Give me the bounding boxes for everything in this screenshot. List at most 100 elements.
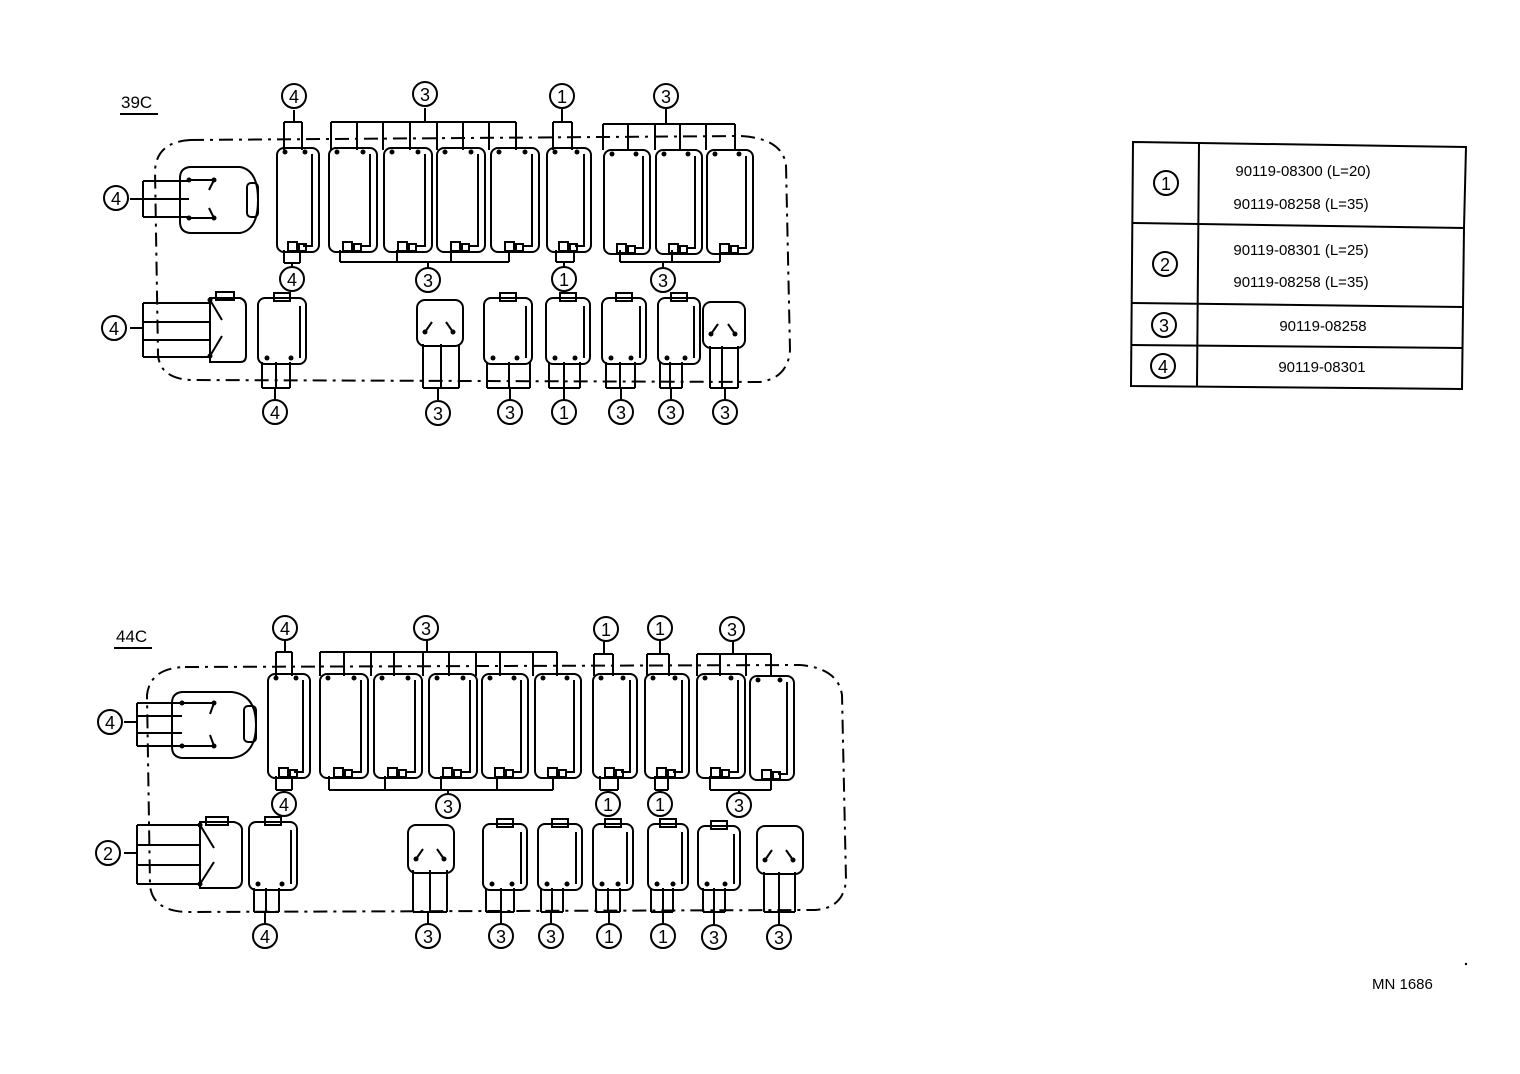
callout-badge: 3	[701, 924, 727, 950]
callout-leader	[339, 250, 510, 268]
callout-number: 3	[443, 797, 453, 817]
callout-leader	[486, 362, 531, 400]
callout-badge: 4	[262, 399, 288, 425]
fuse-cell	[534, 673, 582, 779]
legend-row-4: 4 90119-08301	[1150, 353, 1366, 379]
relay-cell	[756, 825, 804, 875]
callout-number: 3	[709, 928, 719, 948]
callout-badge: 4	[103, 185, 129, 211]
speck	[1464, 962, 1468, 966]
callout-leader	[602, 108, 736, 150]
callout-badge: 3	[719, 616, 745, 642]
legend-row-2: 2 90119-08301 (L=25) 90119-08258 (L=35)	[1152, 242, 1369, 291]
callout-leader	[412, 870, 448, 924]
fuse-cell	[373, 673, 423, 779]
callout-badge: 4	[281, 83, 307, 109]
callout-leader	[619, 250, 721, 268]
callout-number: 4	[111, 189, 121, 209]
callout-badge: 3	[415, 267, 441, 293]
callout-badge: 4	[271, 791, 297, 817]
callout-number: 3	[546, 927, 556, 947]
callout-number: 1	[559, 270, 569, 290]
fuse-cell	[328, 147, 378, 253]
fuse-cell	[601, 292, 647, 365]
callout-badge: 3	[497, 399, 523, 425]
callout-leader	[763, 872, 796, 924]
callout-leader	[599, 776, 619, 794]
callout-leader	[709, 346, 739, 400]
callout-leader	[605, 362, 636, 400]
callout-badge: 1	[647, 615, 673, 641]
callout-leader	[709, 776, 772, 794]
fuse-cell	[657, 292, 701, 365]
callout-leader	[275, 640, 293, 676]
legend-part-number: 90119-08300 (L=20)	[1235, 163, 1370, 180]
callout-leader	[696, 641, 772, 676]
fuse-cell	[248, 816, 298, 891]
callout-badge: 2	[95, 840, 121, 866]
fuse-cell	[276, 147, 320, 253]
callout-number: 3	[496, 927, 506, 947]
callout-leader	[130, 180, 210, 358]
callout-number: 3	[433, 404, 443, 424]
fuse-cell	[644, 673, 690, 779]
callout-badge: 4	[97, 709, 123, 735]
callout-badge: 3	[712, 399, 738, 425]
callout-number: 3	[421, 619, 431, 639]
relay-block	[179, 166, 260, 234]
callout-leader	[283, 110, 303, 150]
callout-badge: 4	[252, 923, 278, 949]
legend-row-3: 3 90119-08258	[1151, 312, 1367, 338]
callout-leader	[646, 641, 670, 676]
callout-number: 4	[109, 319, 119, 339]
callout-badge: 4	[101, 315, 127, 341]
callout-leader	[540, 888, 564, 924]
callout-leader	[319, 640, 558, 676]
callout-badge: 1	[650, 923, 676, 949]
callout-number: 3	[727, 620, 737, 640]
parts-legend-table: 1 90119-08300 (L=20) 90119-08258 (L=35) …	[1129, 140, 1468, 391]
callout-number: 3	[423, 927, 433, 947]
callout-badge: 3	[425, 400, 451, 426]
callout-leader	[261, 362, 291, 400]
callout-badge: 1	[593, 616, 619, 642]
callout-badge: 3	[658, 399, 684, 425]
fuse-cell	[267, 673, 311, 779]
callout-badge: 3	[608, 399, 634, 425]
callout-badge	[1153, 170, 1179, 196]
callout-number: 1	[603, 795, 613, 815]
callout-number: 1	[655, 795, 665, 815]
fuse-cell	[697, 820, 741, 891]
callout-number: 3	[734, 796, 744, 816]
callout-number: 3	[423, 271, 433, 291]
callout-number: 1	[559, 403, 569, 423]
relay-block	[197, 816, 243, 889]
relay-block	[171, 691, 258, 759]
fuse-cell	[483, 292, 533, 365]
callout-leader	[328, 776, 554, 794]
junction-block-outline	[145, 663, 848, 914]
fuse-cell	[383, 147, 433, 253]
fuse-cell	[319, 673, 369, 779]
callout-badge: 3	[415, 923, 441, 949]
callout-badge: 3	[650, 267, 676, 293]
callout-number: 2	[103, 844, 113, 864]
legend-key: 1	[1161, 174, 1171, 194]
fuse-cell	[592, 818, 634, 891]
legend-part-number: 90119-08258	[1279, 318, 1366, 335]
callout-leader	[283, 250, 301, 268]
legend-key: 3	[1159, 316, 1169, 336]
callout-badge: 3	[726, 792, 752, 818]
callout-leader	[330, 108, 517, 150]
callout-badge: 1	[595, 791, 621, 817]
callout-badge: 1	[647, 791, 673, 817]
callout-badge: 3	[766, 924, 792, 950]
callout-number: 1	[557, 87, 567, 107]
callout-leader	[485, 888, 515, 924]
callout-number: 1	[601, 620, 611, 640]
callout-badge: 1	[549, 83, 575, 109]
legend-part-number: 90119-08301 (L=25)	[1233, 242, 1368, 259]
callout-badge: 3	[488, 923, 514, 949]
